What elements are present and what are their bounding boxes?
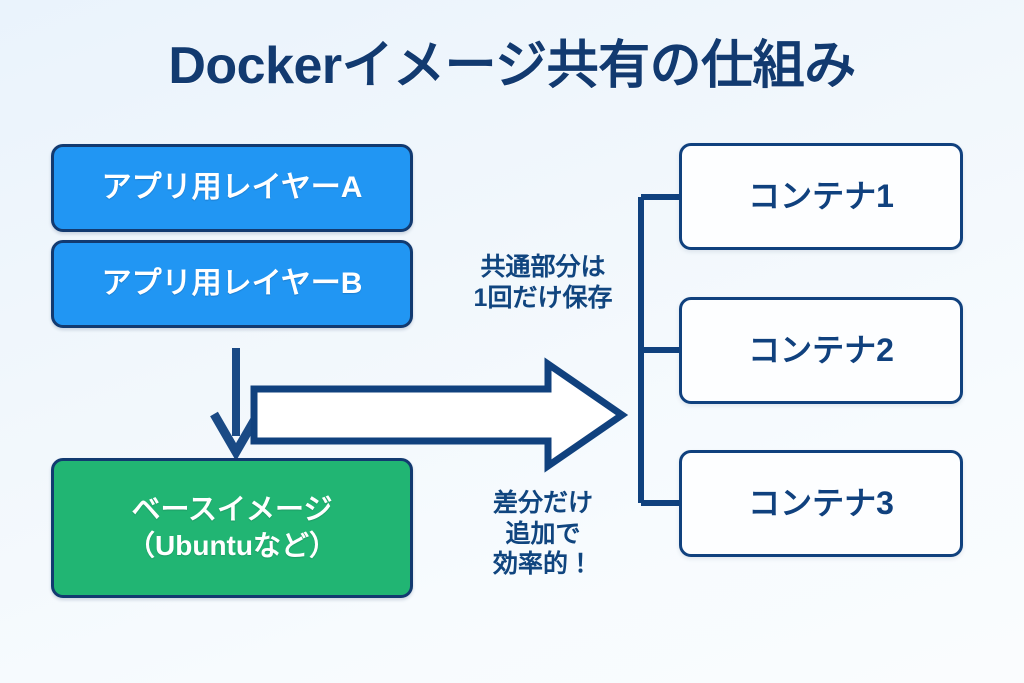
- layer-box-b[interactable]: アプリ用レイヤーB: [51, 240, 413, 328]
- callout-diff-efficient-line3: 効率的！: [492, 550, 593, 578]
- callout-diff-efficient-line1: 差分だけ: [492, 489, 593, 517]
- callout-common-parts: 共通部分は 1回だけ保存: [443, 252, 643, 313]
- layer-box-b-label: アプリ用レイヤーB: [101, 266, 363, 300]
- layer-box-a[interactable]: アプリ用レイヤーA: [51, 144, 413, 232]
- stack-to-base-down-arrow: [210, 348, 262, 461]
- container-box-3-label: コンテナ3: [748, 484, 894, 521]
- container-fanout-bracket: [638, 194, 681, 506]
- base-image-box[interactable]: ベースイメージ （Ubuntuなど）: [51, 458, 413, 598]
- container-box-2[interactable]: コンテナ2: [679, 297, 963, 404]
- callout-diff-efficient: 差分だけ 追加で 効率的！: [443, 488, 643, 580]
- base-image-label-line1: ベースイメージ: [131, 494, 333, 527]
- callout-diff-efficient-line2: 追加で: [505, 519, 581, 548]
- page-title: Dockerイメージ共有の仕組み: [168, 37, 856, 95]
- callout-common-parts-line1: 共通部分は: [480, 253, 606, 281]
- base-image-label-line2: （Ubuntuなど）: [127, 529, 337, 561]
- container-box-2-label: コンテナ2: [748, 331, 894, 368]
- layer-box-a-label: アプリ用レイヤーA: [101, 170, 363, 204]
- container-box-1-label: コンテナ1: [748, 177, 894, 214]
- callout-common-parts-line2: 1回だけ保存: [473, 283, 613, 312]
- container-box-1[interactable]: コンテナ1: [679, 143, 963, 250]
- container-box-3[interactable]: コンテナ3: [679, 450, 963, 557]
- share-block-arrow: [250, 357, 629, 473]
